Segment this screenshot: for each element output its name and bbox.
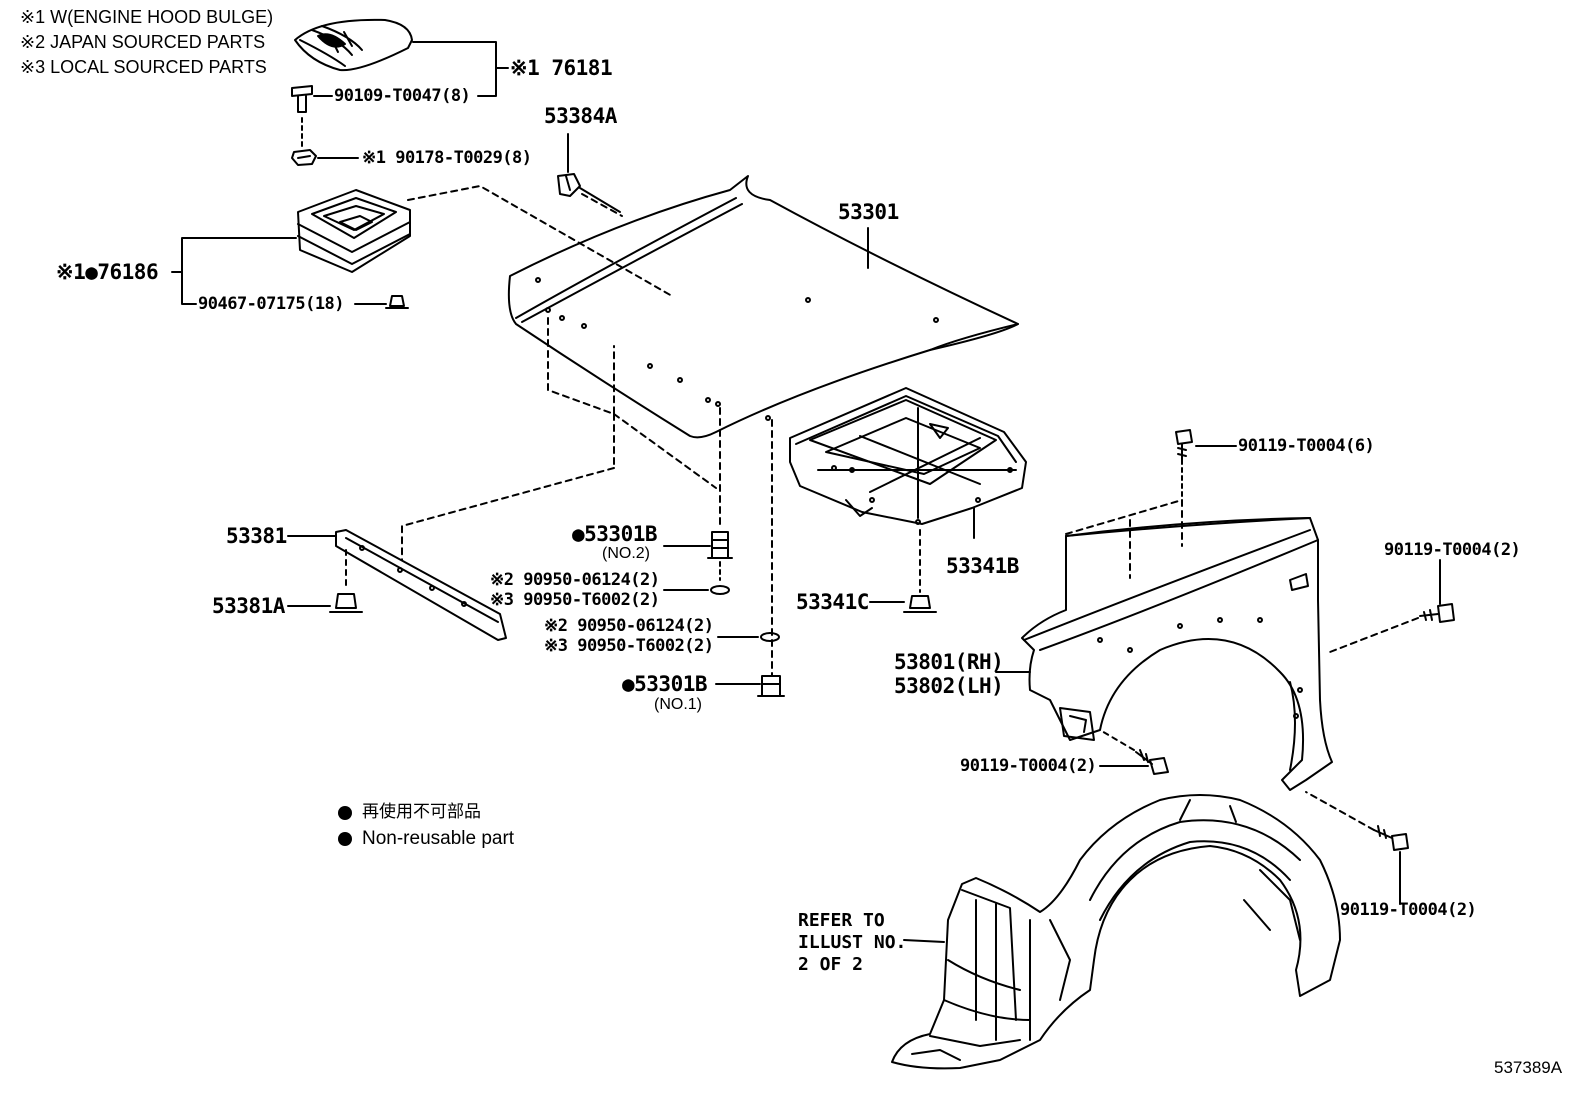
fender-bolt-lower xyxy=(1135,749,1169,775)
label-90467: 90467-07175(18) xyxy=(198,294,345,314)
hood-bulge-part xyxy=(294,18,413,72)
hood-stopper xyxy=(557,173,581,197)
note-3: ※3 LOCAL SOURCED PARTS xyxy=(20,57,267,77)
legend-en: Non-reusable part xyxy=(338,829,514,848)
label-53341c: 53341C xyxy=(796,590,869,614)
hood-seal-strip xyxy=(335,529,507,641)
label-53301b-no2: ●53301B xyxy=(572,522,658,546)
label-bolt-bottom: 90119-T0004(2) xyxy=(1340,900,1477,920)
bulge-screw xyxy=(291,85,313,113)
label-53381a: 53381A xyxy=(212,594,285,618)
insulator-clip xyxy=(903,595,937,613)
label-90178: ※1 90178-T0029(8) xyxy=(362,148,532,168)
engine-hood xyxy=(507,175,1019,439)
label-bolt-top: 90119-T0004(6) xyxy=(1238,436,1375,456)
label-53381: 53381 xyxy=(226,524,287,548)
strip-clip xyxy=(329,593,363,613)
bulge-nut xyxy=(291,149,317,166)
label-no1: (NO.1) xyxy=(654,696,702,713)
label-53301: 53301 xyxy=(838,200,899,224)
label-53301b-no1: ●53301B xyxy=(622,672,708,696)
diagram-id: 537389A xyxy=(1494,1058,1563,1077)
seal-clip xyxy=(385,295,409,309)
fender-liner xyxy=(891,794,1341,1070)
fender-bolt-top xyxy=(1175,429,1193,461)
legend-jp-text: 再使用不可部品 xyxy=(362,802,481,822)
hood-insulator xyxy=(789,387,1027,525)
label-bolt-right: 90119-T0004(2) xyxy=(1384,540,1521,560)
label-53384a: 53384A xyxy=(544,104,617,128)
label-plug-b-local: ※3 90950-T6002(2) xyxy=(544,636,714,656)
note-1: ※1 W(ENGINE HOOD BULGE) xyxy=(20,7,274,27)
label-53802: 53802(LH) xyxy=(894,674,1004,698)
label-no2: (NO.2) xyxy=(602,545,650,562)
label-plug-b-jp: ※2 90950-06124(2) xyxy=(544,616,714,636)
note-2: ※2 JAPAN SOURCED PARTS xyxy=(20,32,266,52)
plug-a xyxy=(710,585,730,595)
refer-note: REFER TO ILLUST NO. 2 OF 2 xyxy=(798,910,907,975)
label-plug-a-jp: ※2 90950-06124(2) xyxy=(490,570,660,590)
cushion-no2 xyxy=(707,531,733,559)
label-plug-a-local: ※3 90950-T6002(2) xyxy=(490,590,660,610)
legend-en-text: Non-reusable part xyxy=(362,828,515,849)
label-53341b: 53341B xyxy=(946,554,1019,578)
bullet-icon xyxy=(338,831,352,846)
label-53801: 53801(RH) xyxy=(894,650,1004,674)
bullet-icon xyxy=(338,805,352,820)
label-90109: 90109-T0047(8) xyxy=(334,86,471,106)
front-fender xyxy=(1021,517,1333,791)
label-76181: ※1 76181 xyxy=(510,56,613,80)
fender-bolt-right xyxy=(1419,603,1455,623)
fender-bolt-bottom xyxy=(1373,825,1409,851)
legend-jp: 再使用不可部品 xyxy=(338,804,481,821)
cushion-no1 xyxy=(757,675,785,697)
label-76186: ※1●76186 xyxy=(56,260,159,284)
label-bolt-lower: 90119-T0004(2) xyxy=(960,756,1097,776)
plug-b xyxy=(760,632,780,642)
bulge-seal-part xyxy=(297,189,411,273)
